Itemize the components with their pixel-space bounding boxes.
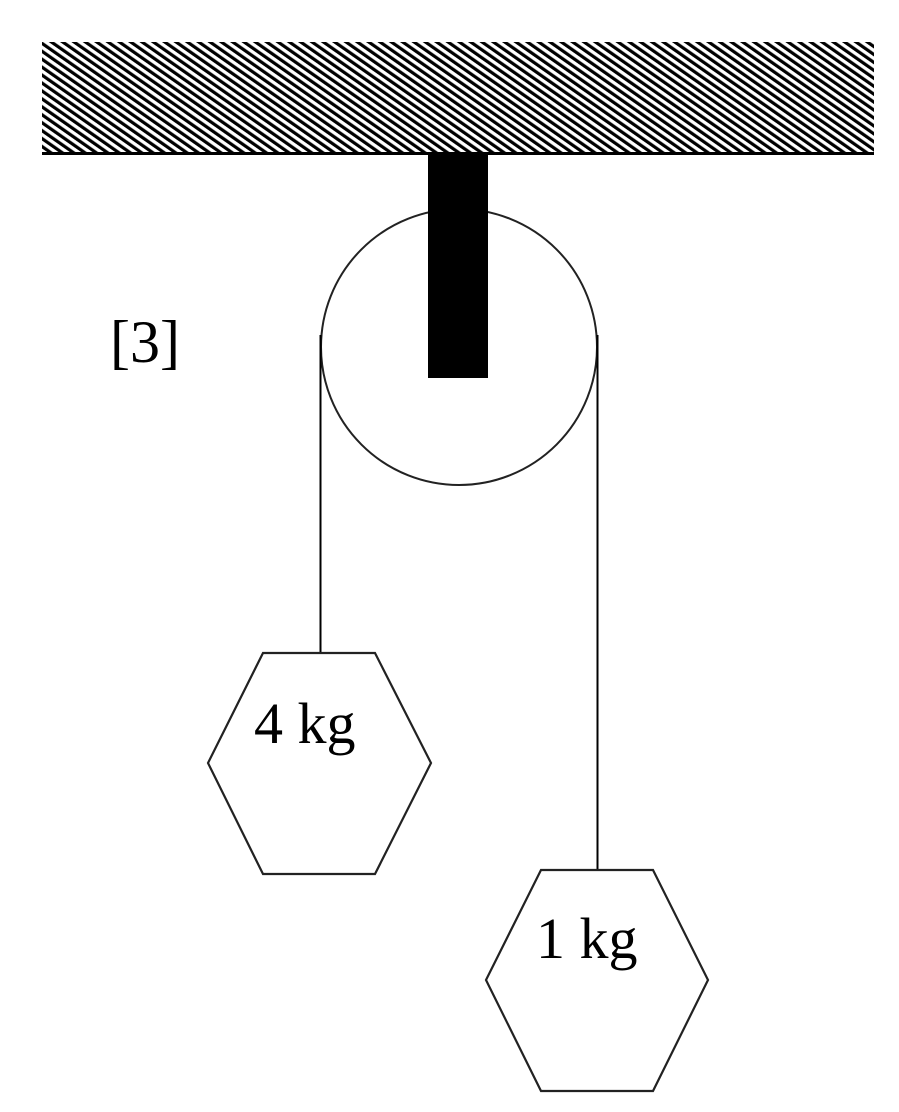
- mass-label-1kg: 1 kg: [536, 906, 638, 971]
- pulley-mount: [428, 155, 488, 378]
- mass-label-4kg: 4 kg: [254, 691, 356, 756]
- marks-label: [3]: [110, 309, 180, 375]
- mass-4kg: 4 kg: [206, 651, 433, 876]
- ceiling: [42, 42, 874, 155]
- mass-1kg: 1 kg: [484, 868, 710, 1093]
